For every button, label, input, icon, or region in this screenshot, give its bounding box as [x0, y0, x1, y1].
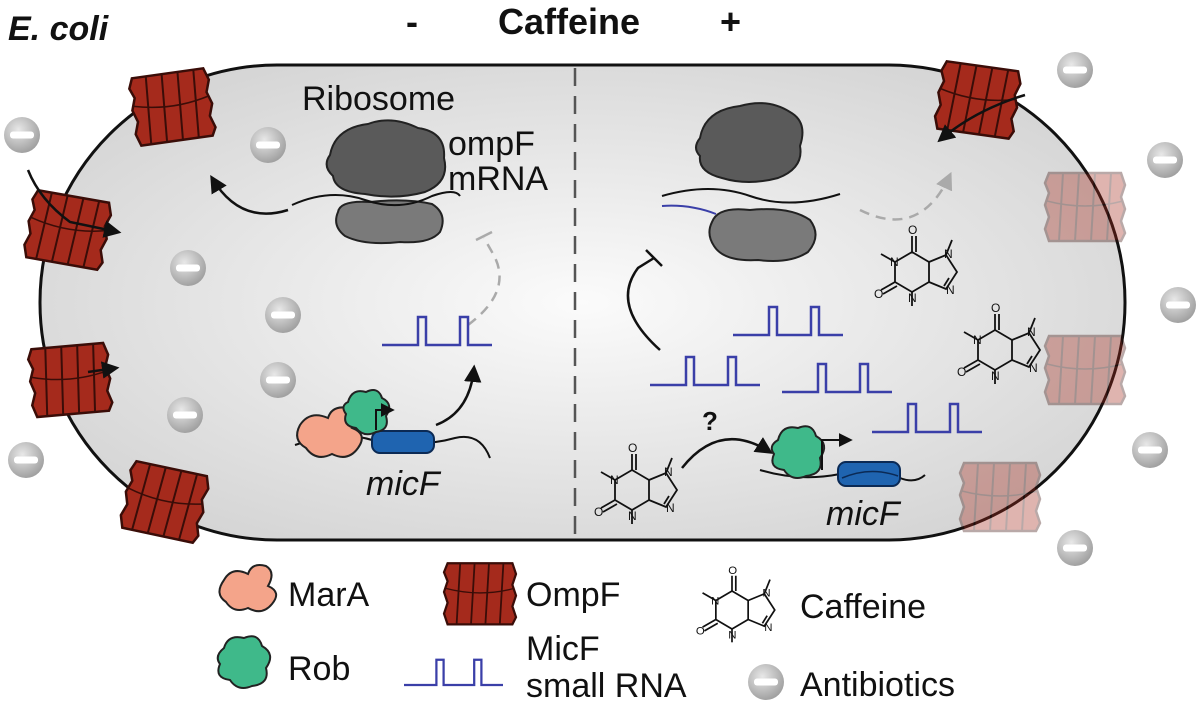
svg-text:N: N: [973, 333, 982, 347]
antibiotic-icon: [265, 297, 301, 333]
ompf-label: ompF: [448, 125, 535, 163]
svg-text:O: O: [594, 505, 603, 519]
svg-text:N: N: [664, 465, 673, 479]
ribosome-large-subunit: [695, 102, 804, 183]
svg-text:O: O: [908, 223, 917, 237]
svg-text:O: O: [728, 565, 737, 577]
micf-inhibition-arc: [626, 256, 661, 351]
micf-gene-icon: [371, 430, 435, 454]
micf-gene-label-left: micF: [366, 465, 442, 503]
antibiotic-icon: [1057, 530, 1093, 566]
micf-bound-strand: [661, 204, 717, 215]
legend-caffeine-icon: O O N N N N: [696, 565, 776, 644]
legend-rob-label: Rob: [288, 650, 350, 688]
rob-protein-icon: [342, 389, 391, 436]
legend-caffeine-label: Caffeine: [800, 588, 926, 626]
antibiotic-icon: [170, 250, 206, 286]
porin-entry-arrow: [87, 361, 120, 379]
svg-text:N: N: [728, 630, 736, 642]
legend-micf-label: MicF: [526, 630, 600, 668]
caffeine-activation-arrow: [681, 437, 773, 469]
antibiotic-icon: [4, 117, 40, 153]
ribosome-small-subunit: [335, 199, 444, 245]
porin-entry-arrow: [937, 93, 1026, 143]
rob-protein-icon: [770, 425, 826, 479]
svg-text:N: N: [666, 501, 675, 515]
svg-text:N: N: [1027, 325, 1036, 339]
plus-sign: +: [720, 1, 741, 42]
translation-arrow: [210, 174, 289, 215]
antibiotic-icon: [1160, 287, 1196, 323]
svg-text:N: N: [764, 622, 772, 634]
svg-text:N: N: [711, 595, 719, 607]
legend-antibiotic-icon: [748, 664, 784, 700]
legend-antibiotics-label: Antibiotics: [800, 666, 955, 704]
svg-text:O: O: [957, 365, 966, 379]
mrna-label: mRNA: [448, 160, 548, 198]
legend-rob-icon: [216, 635, 272, 689]
svg-text:N: N: [991, 369, 1000, 383]
promoter-arrow: [375, 403, 395, 430]
ompf-porin-icon: [26, 341, 115, 419]
svg-text:N: N: [1029, 361, 1038, 375]
antibiotic-icon: [250, 127, 286, 163]
caffeine-molecule-icon: O O N N N N: [874, 223, 958, 307]
svg-text:N: N: [610, 473, 619, 487]
transcription-arrow: [435, 364, 482, 427]
svg-text:N: N: [762, 588, 770, 600]
antibiotic-icon: [8, 442, 44, 478]
unknown-mechanism-label: ?: [702, 406, 718, 436]
ompf-mrna-strand: [661, 188, 841, 204]
ompf-porin-faded-icon: [958, 461, 1042, 533]
ompf-porin-icon: [21, 188, 115, 272]
caffeine-molecule-icon: O O N N N N: [957, 301, 1041, 385]
svg-text:N: N: [890, 255, 899, 269]
legend-ompf-icon: [442, 562, 518, 626]
svg-text:O: O: [874, 287, 883, 301]
caffeine-title: Caffeine: [498, 1, 640, 42]
ribosome-small-subunit: [708, 208, 817, 262]
ompf-mrna-strand: [291, 191, 461, 207]
ompf-porin-icon: [117, 459, 213, 545]
ompf-porin-faded-icon: [1043, 171, 1127, 243]
antibiotic-icon: [260, 362, 296, 398]
ompf-porin-icon: [126, 66, 218, 148]
antibiotic-icon: [1132, 432, 1168, 468]
promoter-arrow: [821, 433, 853, 470]
minus-sign: -: [406, 1, 418, 42]
legend-mara-label: MarA: [288, 576, 370, 614]
ribosome-large-subunit: [325, 119, 447, 198]
organism-label: E. coli: [8, 10, 110, 48]
ompf-porin-faded-icon: [1043, 334, 1127, 406]
caffeine-molecule-icon: O O N N N N: [594, 441, 678, 525]
porin-entry-arrow: [26, 169, 122, 238]
legend-small-rna-label: small RNA: [526, 667, 687, 705]
micf-gene-stripe: [841, 470, 899, 479]
legend-ompf-label: OmpF: [526, 576, 620, 614]
svg-text:N: N: [944, 247, 953, 261]
svg-text:N: N: [908, 291, 917, 305]
antibiotic-icon: [1147, 142, 1183, 178]
antibiotic-icon: [1057, 52, 1093, 88]
svg-text:N: N: [628, 509, 637, 523]
antibiotic-icon: [167, 397, 203, 433]
legend-micf-rna-icon: [402, 658, 505, 687]
blocked-translation-arrow: [859, 171, 953, 221]
svg-text:O: O: [628, 441, 637, 455]
micf-gene-icon: [837, 461, 901, 487]
svg-text:O: O: [696, 626, 705, 638]
legend: MarA OmpF O O N N N N Caffeine Rob MicF …: [216, 562, 955, 705]
svg-text:O: O: [991, 301, 1000, 315]
micf-gene-label-right: micF: [826, 495, 902, 533]
inhibition-bar: [645, 249, 663, 267]
inhibition-bar: [475, 230, 493, 242]
svg-text:N: N: [946, 283, 955, 297]
ribosome-label: Ribosome: [302, 80, 455, 118]
legend-mara-icon: [218, 564, 278, 613]
